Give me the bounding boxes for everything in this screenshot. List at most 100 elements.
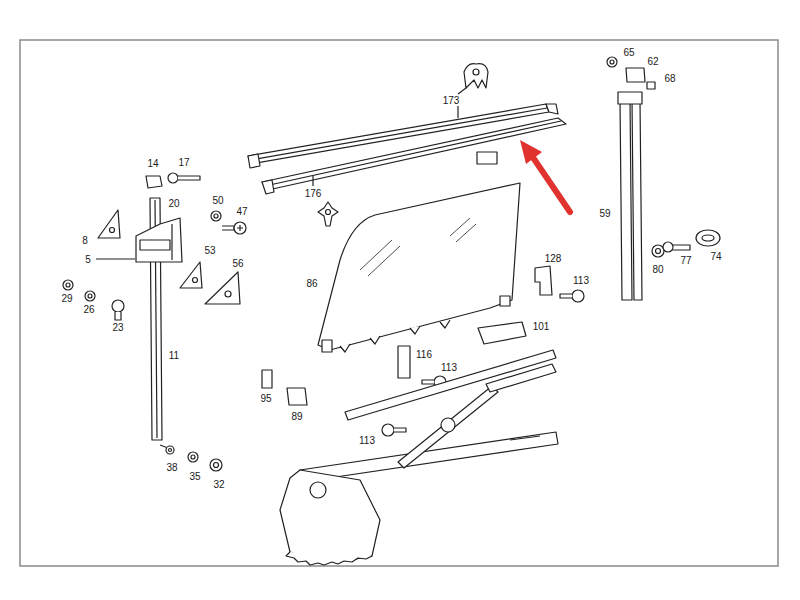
retaining-clip [464,64,488,88]
callout-number: 128 [544,253,563,264]
screw [663,242,673,252]
triangle-bracket [193,278,198,283]
window-channel-strip [248,154,260,168]
window-regulator [310,482,326,498]
window-regulator [441,418,455,432]
pointer-arrow [520,140,542,164]
washer [166,446,174,454]
callout-number: 38 [165,462,178,473]
screw [112,300,124,312]
grommet [696,230,720,246]
callout-number: 17 [177,157,190,168]
callout-number: 53 [203,245,216,256]
mount-bracket [535,266,552,295]
window-glass [318,183,520,350]
washer [214,463,219,468]
window-channel-strip [262,118,566,190]
slider-pad [262,370,272,388]
retaining-clip [313,176,338,226]
washer [214,214,218,218]
window-glass [500,296,510,306]
pointer-arrow [532,156,570,212]
callout-number: 65 [622,47,635,58]
callout-number: 62 [646,56,659,67]
retaining-clip [473,69,479,75]
screw [168,173,178,183]
callout-number: 95 [259,393,272,404]
callout-number: 8 [81,235,89,246]
callout-number: 173 [442,95,461,106]
callout-number: 23 [111,322,124,333]
screw [560,294,572,298]
callout-number: 59 [598,208,611,219]
triangle-bracket [205,272,240,304]
guide-block [478,322,526,344]
callout-number: 29 [60,293,73,304]
callout-number: 20 [167,198,180,209]
triangle-bracket [110,228,115,233]
screw [222,226,234,230]
callout-number: 113 [440,362,458,373]
parts-illustration [63,57,720,565]
guide-rail [618,92,642,104]
screw [234,222,246,234]
clip [647,82,655,89]
screw [572,290,584,302]
nut [146,176,162,188]
clip [287,388,307,405]
triangle-bracket [225,291,231,297]
guide-clip [477,152,497,164]
washer [63,280,73,290]
triangle-bracket [98,210,120,238]
window-glass [456,224,476,242]
callout-number: 50 [211,195,224,206]
pointer-arrow [520,140,570,212]
screw [237,225,243,231]
grommet [702,235,714,241]
washer [210,459,222,471]
window-regulator [280,470,380,560]
washer [610,60,614,64]
window-glass [368,246,400,276]
window-regulator [345,350,556,420]
washer [656,249,661,254]
mount-bracket [398,346,410,378]
washer [88,294,92,298]
callout-number: 35 [188,471,201,482]
screw [178,176,200,180]
rail-bracket [171,224,172,260]
window-channel-strip [265,121,561,186]
retaining-clip [312,176,313,186]
callout-number: 26 [82,304,95,315]
guide-rail [620,100,632,300]
callout-number: 86 [305,278,318,289]
washer [63,57,664,471]
screw [394,428,406,432]
washer [66,283,70,287]
washer [169,449,172,452]
window-glass [360,240,392,270]
callout-number: 47 [235,206,248,217]
callout-number: 113 [572,275,590,286]
window-channel-strip [262,180,274,194]
callout-number: 116 [415,349,433,360]
window-regulator [280,350,558,565]
clip [626,68,645,82]
retaining-clip [457,106,458,118]
retaining-clip [458,88,466,94]
screw [422,380,434,384]
callout-number: 113 [358,435,376,446]
rail-bracket [136,218,182,262]
callout-number: 68 [663,73,676,84]
callout-number: 32 [212,479,225,490]
window-regulator [286,552,372,565]
window-glass [340,320,450,352]
window-glass [322,340,332,352]
retaining-clip [326,210,331,215]
window-regulator [398,386,498,468]
retaining-clip [318,202,338,226]
retaining-clip [458,64,488,118]
triangle-bracket [180,262,202,288]
washer [607,57,617,67]
